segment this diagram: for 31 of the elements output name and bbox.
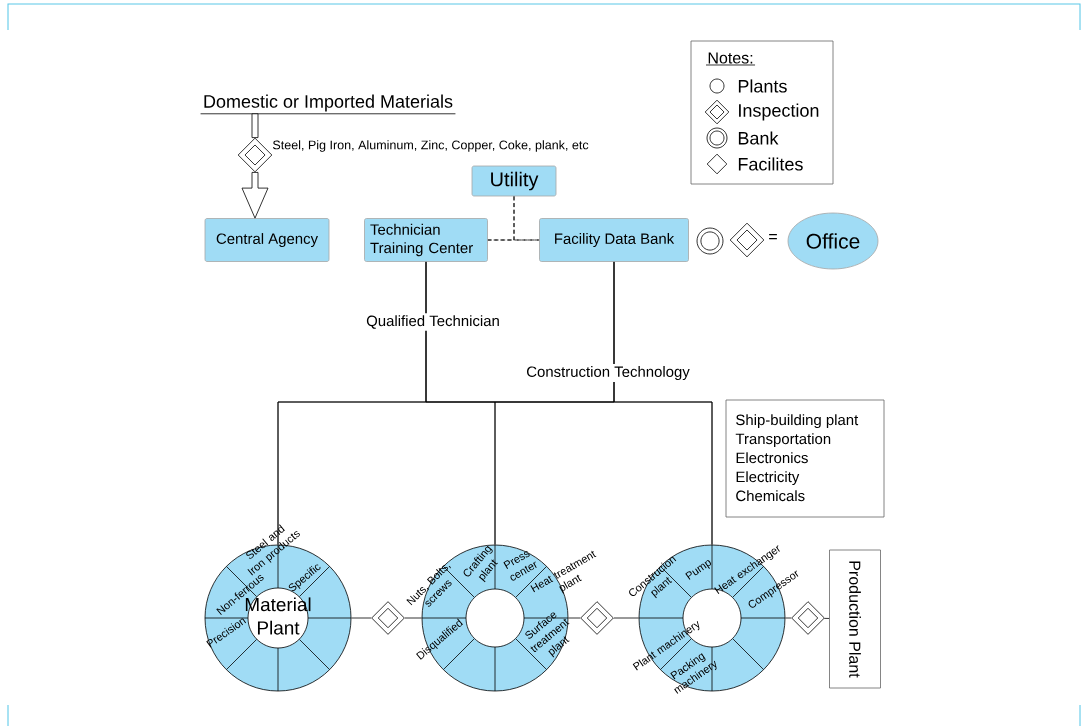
edge-label: Construction Technology xyxy=(524,364,692,382)
connector-line xyxy=(785,617,792,619)
material-list: Steel, Pig Iron, Aluminum, Zinc, Copper, Coke, plank, etc xyxy=(272,140,589,152)
underlined-heading: Domestic or Imported Materials xyxy=(200,94,456,115)
connector-line xyxy=(568,617,581,619)
equals-sign: = xyxy=(769,234,777,240)
process-box: Central Agency xyxy=(204,218,330,262)
legend-text: Plants xyxy=(738,79,787,93)
connector-line xyxy=(404,617,422,619)
inspection-diamond xyxy=(729,222,765,258)
process-box: Facility Data Bank xyxy=(539,218,689,262)
legend-text: Facilites xyxy=(738,157,803,171)
hollow-shaft xyxy=(251,113,259,138)
hollow-arrow xyxy=(241,172,269,219)
bank-circle xyxy=(696,227,724,255)
connector-line xyxy=(613,261,713,545)
inspection-diamond xyxy=(580,601,614,635)
connector-line xyxy=(824,617,830,619)
connector-line xyxy=(351,617,372,619)
legend-heading: Notes: xyxy=(705,52,756,66)
legend-text: Bank xyxy=(738,131,779,145)
connector-line xyxy=(613,617,639,619)
list-box: Ship-building plant Transportation Electronics Electricity Chemicals xyxy=(725,399,885,518)
inspection-diamond xyxy=(371,601,405,635)
connector-line xyxy=(513,196,540,241)
legend-text: Inspection xyxy=(739,103,819,121)
connector-line xyxy=(487,239,540,241)
process-box: Technician Training Center xyxy=(364,218,488,262)
production-box: Production Plant xyxy=(829,549,881,689)
edge-label: Qualified Technician xyxy=(364,313,502,331)
process-box: Utility xyxy=(471,165,557,197)
